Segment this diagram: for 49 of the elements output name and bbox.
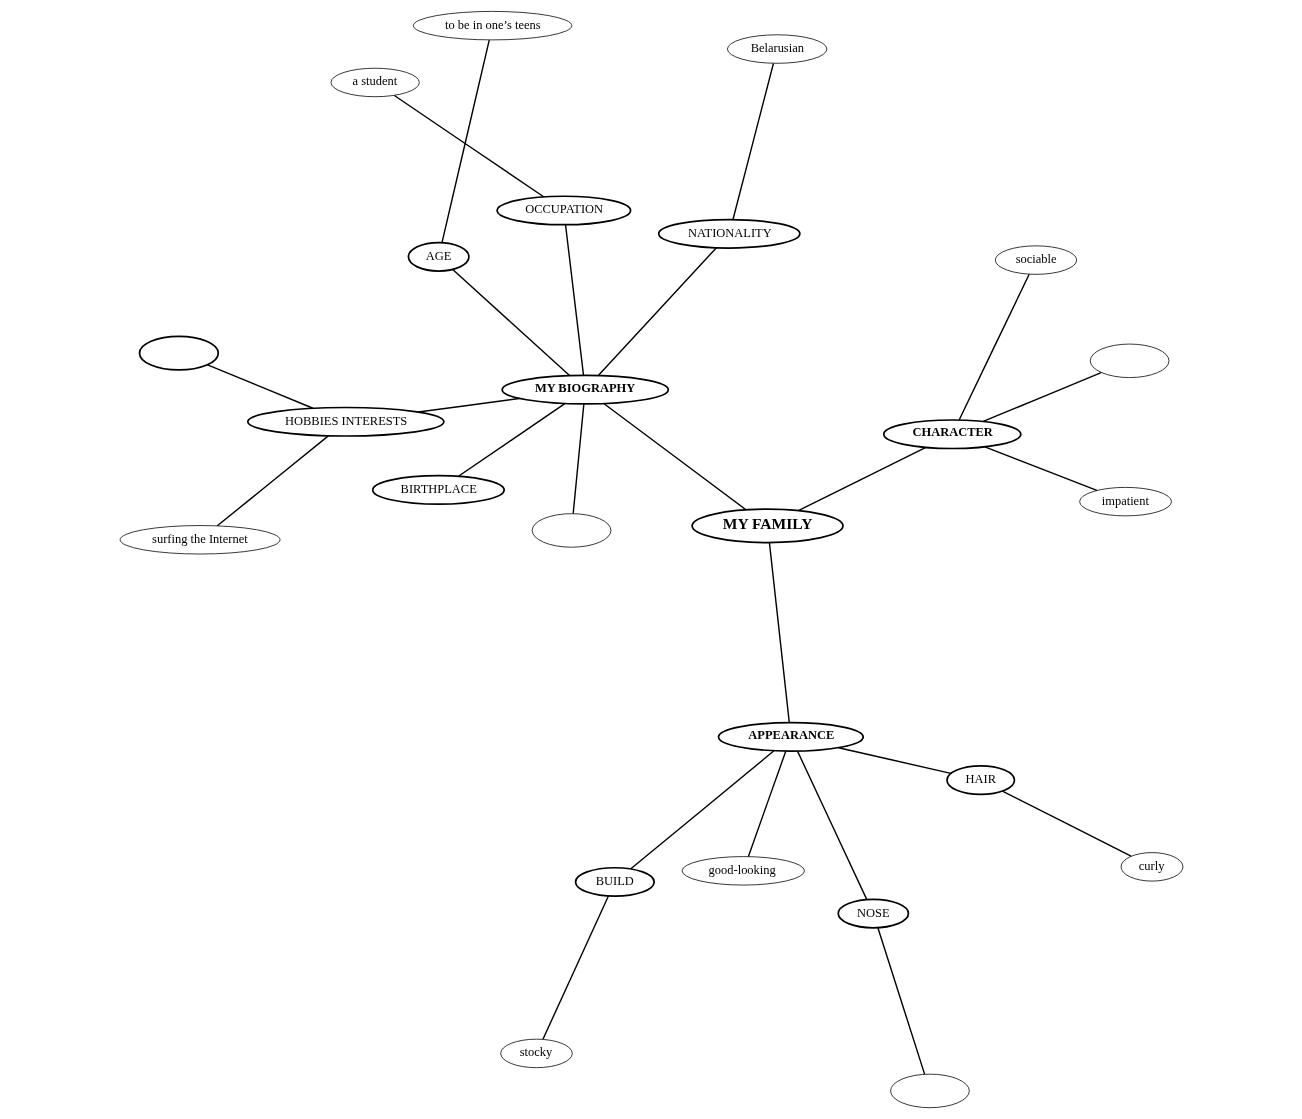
connector [876,927,925,1075]
connector [629,750,774,870]
node-ellipse: AGE [407,241,470,272]
node-ellipse [1089,343,1169,378]
node-ellipse: BUILD [574,866,655,898]
node-ellipse: good-looking [681,856,805,886]
connector [983,446,1098,492]
node-ellipse: NATIONALITY [657,218,801,249]
connector [837,747,952,775]
connector [768,541,790,724]
connector [797,446,926,512]
connector [440,39,490,244]
node-ellipse: Belarusian [726,34,827,64]
node-ellipse: surfing the Internet [119,525,280,555]
connector [216,435,329,527]
node-ellipse: OCCUPATION [495,195,631,226]
node-ellipse: MY BIOGRAPHY [500,374,669,405]
connector [451,268,570,377]
connector [564,224,584,377]
connector [457,402,566,477]
node-ellipse: stocky [499,1038,573,1069]
connector [747,750,786,858]
node-ellipse: sociable [994,245,1077,275]
connector [206,364,314,409]
node-ellipse: curly [1120,852,1183,882]
node-ellipse [531,513,611,548]
connector [572,403,585,515]
node-ellipse: HOBBIES INTERESTS [246,406,445,437]
node-ellipse: a student [330,67,420,98]
connector [796,750,867,901]
connector [958,273,1030,421]
node-ellipse: MY FAMILY [690,508,844,544]
node-ellipse: CHARACTER [882,419,1022,450]
node-ellipse: HAIR [945,765,1015,796]
connector [1001,790,1132,857]
connector [393,94,544,198]
node-ellipse: to be in one’s teens [412,11,572,41]
connector [541,895,609,1040]
connector [731,62,774,220]
connector [597,247,717,376]
connector [981,371,1102,423]
node-ellipse: BIRTHPLACE [371,474,505,506]
node-ellipse [889,1073,970,1109]
connector [417,397,520,413]
node-ellipse: APPEARANCE [717,721,864,752]
node-ellipse [138,335,219,371]
node-ellipse: impatient [1078,487,1172,517]
node-ellipse: NOSE [836,898,909,929]
connector [602,403,747,511]
